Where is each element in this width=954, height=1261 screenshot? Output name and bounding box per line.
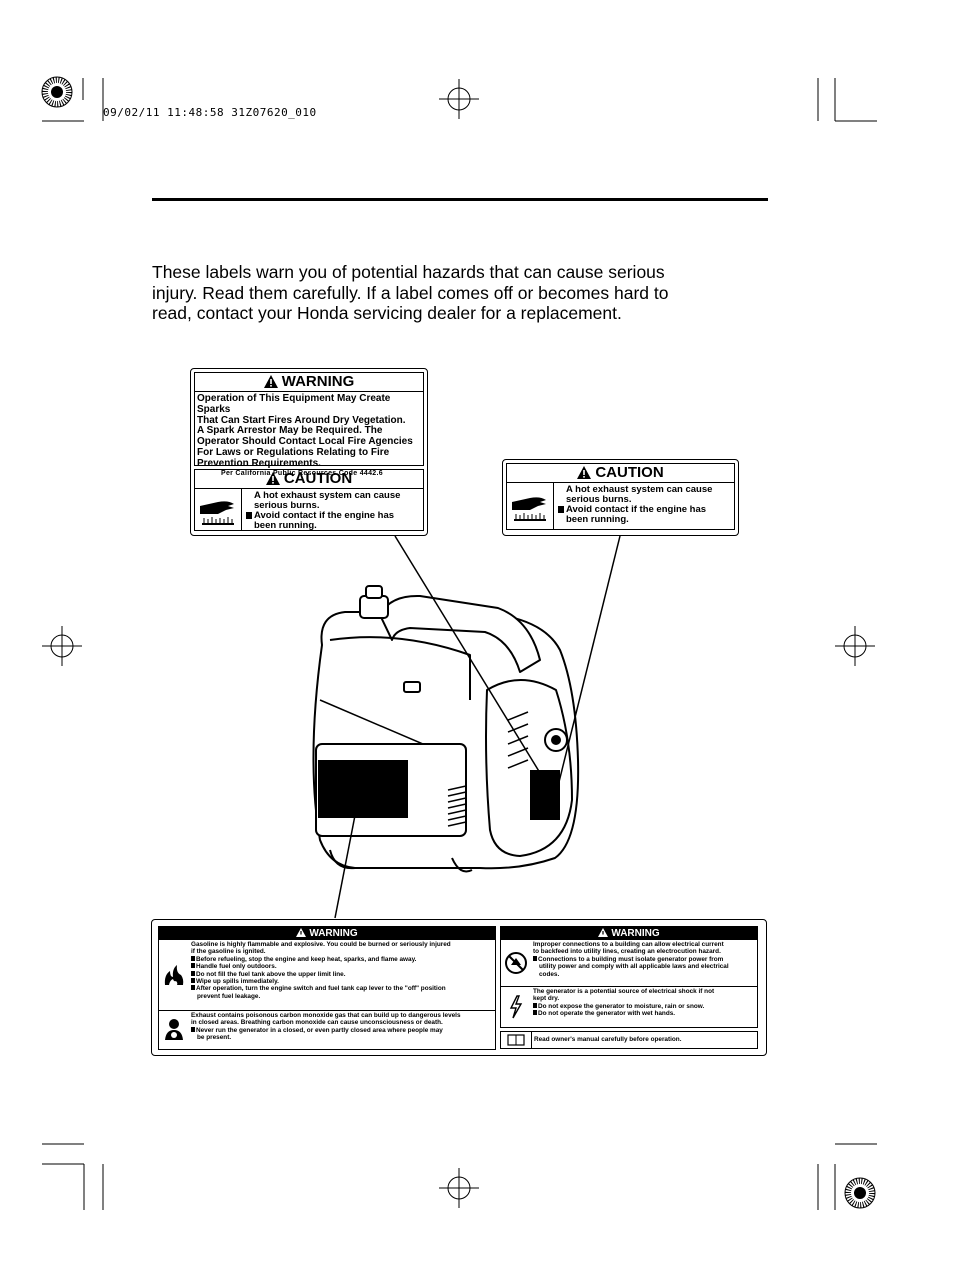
warning-header: WARNING <box>501 927 757 940</box>
side-label-plate <box>530 770 560 820</box>
warning-panel: WARNING Operation of This Equipment May … <box>194 372 424 477</box>
warning-header: WARNING <box>159 927 495 940</box>
carbon-monoxide-icon <box>159 1011 189 1047</box>
warning-triangle-icon <box>263 375 278 388</box>
fuel-electrical-warning-label: WARNING Gasoline is highly flammable and… <box>151 919 767 1056</box>
exhaust-caution-label: CAUTION A hot exhaust system can cause s… <box>502 459 739 536</box>
warning-triangle-icon <box>296 928 307 937</box>
hot-surface-hand-icon <box>507 483 554 529</box>
spark-warning-label: WARNING Operation of This Equipment May … <box>190 368 428 536</box>
electrical-warning-panel: WARNING Improper connections to a buildi… <box>500 926 758 1050</box>
manual-book-icon <box>501 1032 532 1048</box>
warning-header: WARNING <box>195 373 423 392</box>
resources-code: Per California Public Resources Code 444… <box>221 469 383 477</box>
caution-header: CAUTION <box>195 470 423 489</box>
shock-warning-text: The generator is a potential source of e… <box>533 988 715 1018</box>
intro-line: These labels warn you of potential hazar… <box>152 262 665 282</box>
electrical-warning-box: WARNING Improper connections to a buildi… <box>500 926 758 1028</box>
caution-text: A hot exhaust system can cause serious b… <box>554 483 716 529</box>
print-timestamp: 09/02/11 11:48:58 31Z07620_010 <box>103 106 317 119</box>
fuel-co-warning-panel: WARNING Gasoline is highly flammable and… <box>158 926 496 1050</box>
connection-warning-text: Improper connections to a building can a… <box>533 941 729 978</box>
intro-line: read, contact your Honda servicing deale… <box>152 303 622 323</box>
header-rule <box>152 198 768 201</box>
caution-text: A hot exhaust system can cause serious b… <box>242 489 404 531</box>
manual-notice: Read owner's manual carefully before ope… <box>500 1031 758 1049</box>
warning-triangle-icon <box>598 928 609 937</box>
starburst-mark-bottom <box>844 1177 876 1209</box>
caution-header: CAUTION <box>507 464 734 483</box>
no-backfeed-icon <box>501 940 531 986</box>
warning-triangle-icon <box>577 466 592 479</box>
manual-text: Read owner's manual carefully before ope… <box>534 1036 682 1043</box>
electric-shock-icon <box>501 987 531 1027</box>
caution-panel: CAUTION A hot exhaust system can cause s… <box>506 463 735 530</box>
fire-icon <box>159 940 189 1010</box>
front-label-plate <box>318 760 408 818</box>
hot-surface-hand-icon <box>195 489 242 531</box>
fuel-warning-text: Gasoline is highly flammable and explosi… <box>191 941 451 1000</box>
intro-paragraph: These labels warn you of potential hazar… <box>152 262 752 324</box>
warning-triangle-icon <box>265 472 280 485</box>
starburst-mark-top <box>41 76 73 108</box>
intro-line: injury. Read them carefully. If a label … <box>152 282 669 303</box>
carbon-monoxide-text: Exhaust contains poisonous carbon monoxi… <box>191 1012 461 1042</box>
warning-text: Operation of This Equipment May Create S… <box>197 393 413 469</box>
caution-panel: CAUTION A hot exhaust system can cause s… <box>194 469 424 531</box>
